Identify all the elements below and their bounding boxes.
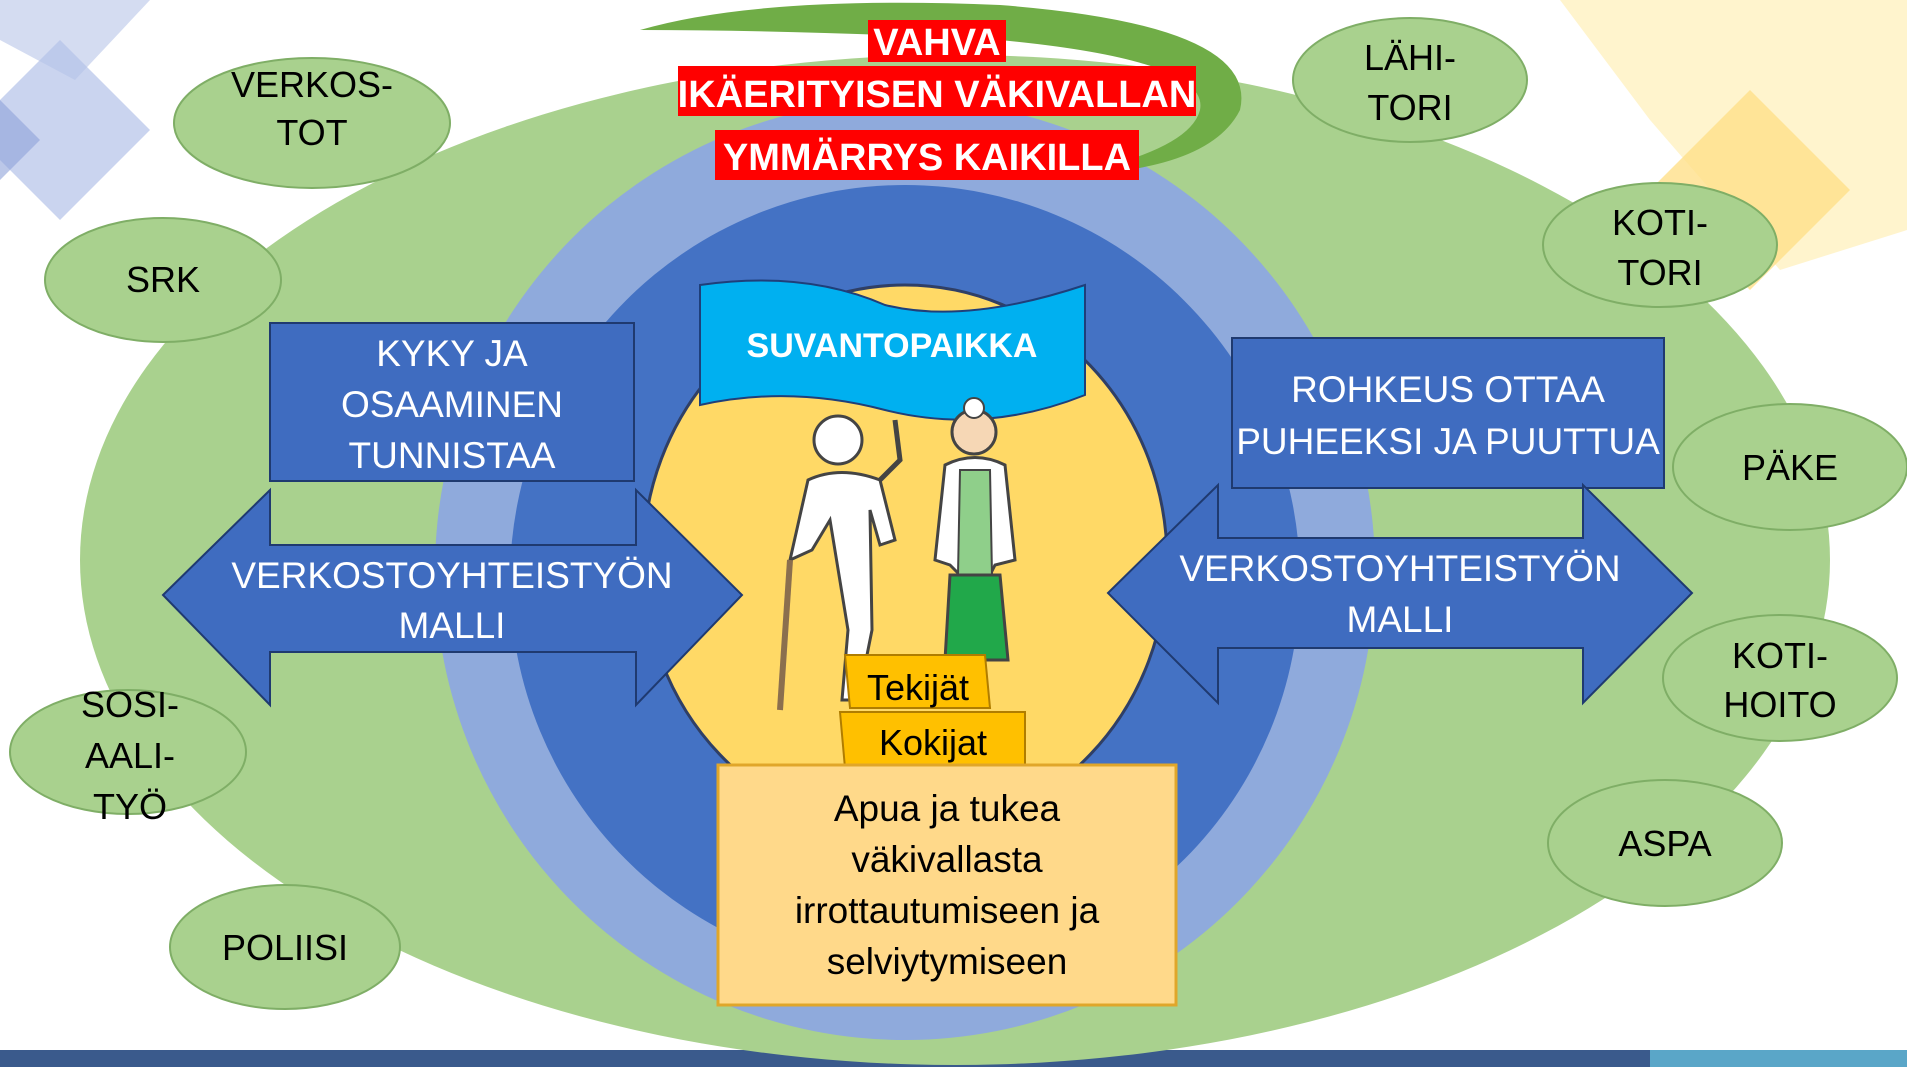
node-aspa: ASPA — [1547, 779, 1783, 907]
experiencers-label: Kokijat — [879, 722, 987, 763]
title-line-1: VAHVA — [873, 22, 1000, 64]
right-box-line-2: PUHEEKSI JA PUUTTUA — [1236, 421, 1660, 462]
title-block: VAHVA IKÄERITYISEN VÄKIVALLAN YMMÄRRYS K… — [678, 20, 1197, 180]
help-line-3: irrottautumiseen ja — [795, 890, 1100, 931]
node-srk-label: SRK — [126, 259, 200, 300]
node-lahitori: LÄHI- TORI — [1292, 17, 1528, 143]
right-box-line-1: ROHKEUS OTTAA — [1291, 369, 1605, 410]
node-kotihoito: KOTI- HOITO — [1662, 614, 1898, 742]
help-line-1: Apua ja tukea — [834, 788, 1061, 829]
node-poliisi: POLIISI — [169, 884, 401, 1010]
node-aspa-label: ASPA — [1618, 823, 1711, 864]
doers-tag: Tekijät — [843, 654, 992, 709]
node-poliisi-label: POLIISI — [222, 927, 348, 968]
left-box-line-2: OSAAMINEN — [341, 384, 563, 425]
left-network-arrow: VERKOSTOYHTEISTYÖN MALLI — [161, 487, 744, 708]
node-verkostot-line-1: VERKOS- — [231, 64, 393, 105]
right-arrow-line-2: MALLI — [1347, 599, 1454, 640]
node-kotitori-line-2: TORI — [1617, 252, 1702, 293]
help-line-2: väkivallasta — [851, 839, 1043, 880]
title-line-3: YMMÄRRYS KAIKILLA — [723, 136, 1131, 179]
experiencers-tag: Kokijat — [838, 711, 1026, 769]
elderly-couple-illustration — [777, 397, 1017, 711]
title-arc — [640, 2, 1242, 176]
left-skill-box: KYKY JA OSAAMINEN TUNNISTAA — [269, 322, 635, 482]
left-box-line-3: TUNNISTAA — [349, 435, 556, 476]
node-lahitori-line-2: TORI — [1367, 87, 1452, 128]
node-sosiaalityo-line-3: TYÖ — [93, 786, 167, 827]
node-sosiaalityo: SOSI- AALI- TYÖ — [9, 684, 247, 827]
node-pake-label: PÄKE — [1742, 447, 1838, 488]
node-verkostot: VERKOS- TOT — [173, 57, 451, 189]
node-sosiaalityo-line-1: SOSI- — [81, 684, 179, 725]
left-arrow-line-2: MALLI — [399, 605, 506, 646]
right-courage-box: ROHKEUS OTTAA PUHEEKSI JA PUUTTUA — [1231, 337, 1665, 489]
left-arrow-line-1: VERKOSTOYHTEISTYÖN — [231, 555, 672, 596]
node-srk: SRK — [44, 217, 282, 343]
node-sosiaalityo-line-2: AALI- — [85, 735, 175, 776]
node-kotitori: KOTI- TORI — [1542, 182, 1778, 308]
left-box-line-1: KYKY JA — [376, 333, 528, 374]
right-arrow-line-1: VERKOSTOYHTEISTYÖN — [1179, 548, 1620, 589]
right-network-arrow: VERKOSTOYHTEISTYÖN MALLI — [1106, 482, 1694, 706]
doers-label: Tekijät — [867, 667, 969, 708]
node-kotihoito-line-1: KOTI- — [1732, 635, 1828, 676]
banner-label: SUVANTOPAIKKA — [747, 327, 1038, 365]
node-verkostot-line-2: TOT — [276, 112, 347, 153]
decor-top-left — [0, 0, 150, 220]
node-kotitori-line-1: KOTI- — [1612, 202, 1708, 243]
help-line-4: selviytymiseen — [827, 941, 1068, 982]
node-lahitori-line-1: LÄHI- — [1364, 37, 1456, 78]
node-pake: PÄKE — [1672, 403, 1907, 531]
title-line-2: IKÄERITYISEN VÄKIVALLAN — [678, 73, 1197, 116]
suvantopaikka-banner: SUVANTOPAIKKA — [699, 279, 1086, 421]
help-box: Apua ja tukea väkivallasta irrottautumis… — [716, 763, 1178, 1007]
node-kotihoito-line-2: HOITO — [1723, 684, 1836, 725]
